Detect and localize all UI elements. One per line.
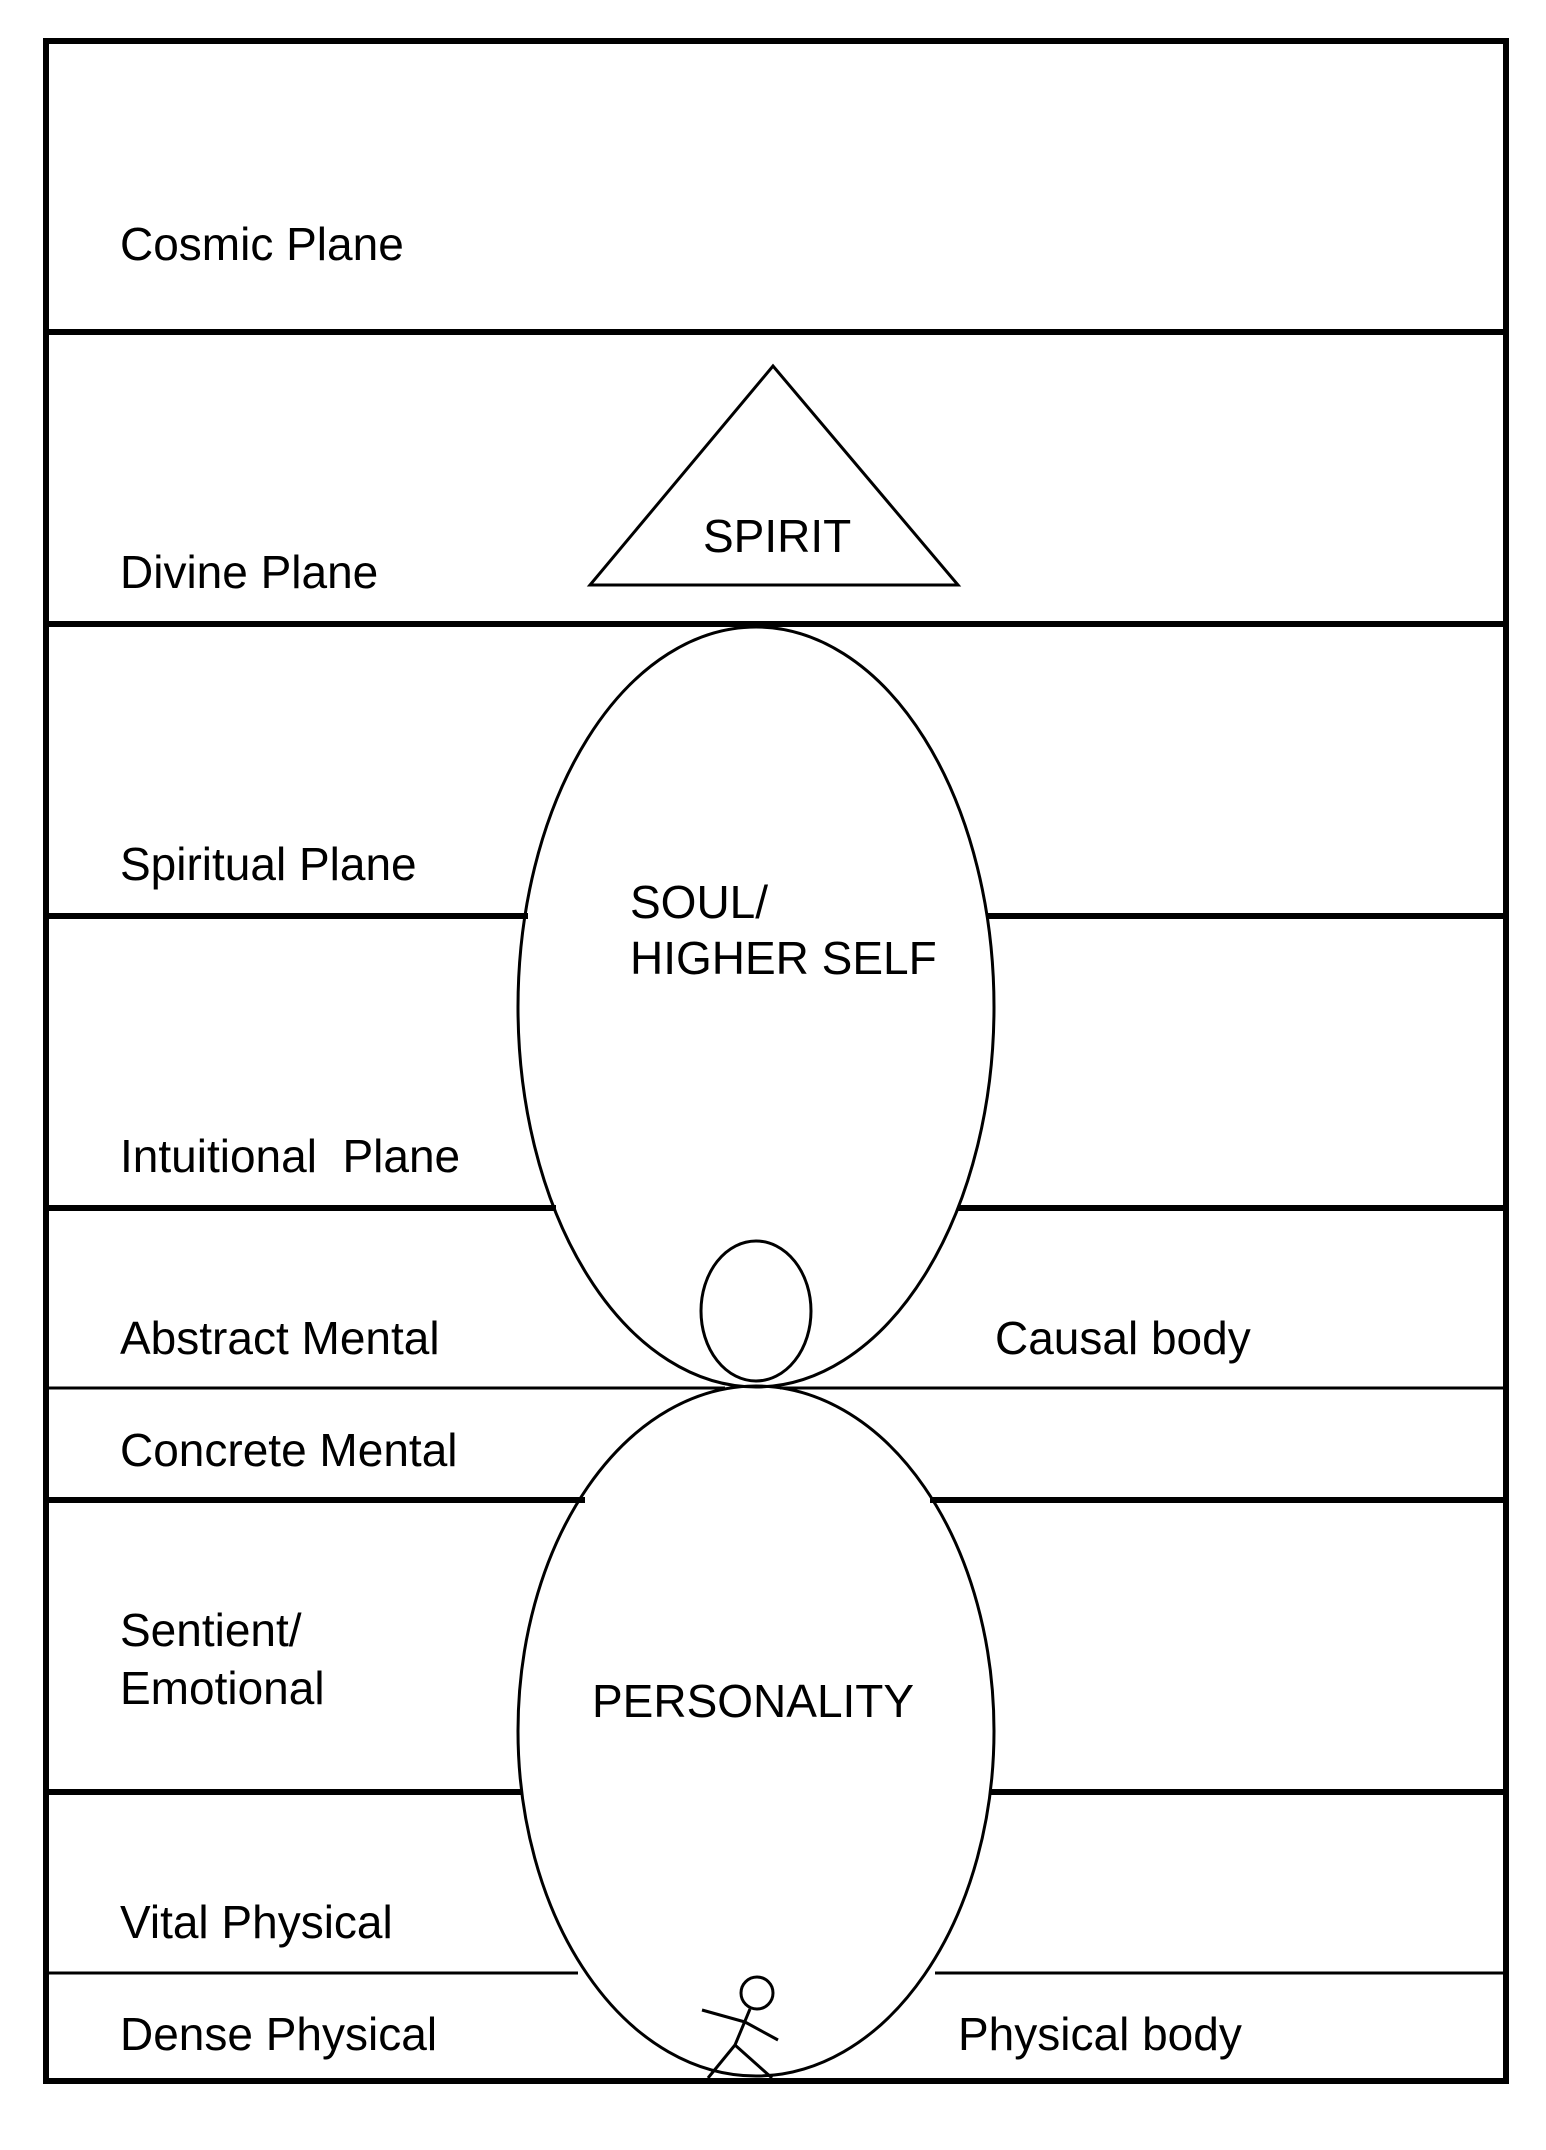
plane-label-dense-physical: Dense Physical (120, 2008, 437, 2060)
plane-label-divine: Divine Plane (120, 546, 378, 598)
subplane-dividers (46, 1386, 1506, 1975)
personality-label: PERSONALITY (592, 1675, 914, 1727)
spirit-triangle (586, 363, 962, 587)
personality-ellipse (516, 1384, 996, 2078)
soul-label-line2: HIGHER SELF (630, 932, 937, 984)
soul-ellipse (516, 625, 996, 1389)
stick-figure-icon (701, 1975, 779, 2080)
stick-figure-leg-left (706, 2044, 737, 2079)
body-labels: Causal body Physical body (958, 1312, 1251, 2060)
stick-figure-arm-right (744, 2020, 779, 2042)
plane-label-cosmic: Cosmic Plane (120, 218, 404, 270)
causal-body-ellipse (699, 1239, 813, 1383)
plane-label-abstract-mental: Abstract Mental (120, 1312, 440, 1364)
soul-label-line1: SOUL/ (630, 876, 768, 928)
plane-dividers (46, 329, 1506, 1795)
causal-body-label: Causal body (995, 1312, 1251, 1364)
physical-body-label: Physical body (958, 2008, 1242, 2060)
plane-label-intuitional: Intuitional Plane (120, 1130, 460, 1182)
spirit-label: SPIRIT (703, 510, 851, 562)
plane-label-vital-physical: Vital Physical (120, 1896, 393, 1948)
plane-label-sentient-line1: Sentient/ (120, 1604, 302, 1656)
entity-labels: SPIRIT SOUL/ HIGHER SELF PERSONALITY (592, 510, 937, 1727)
stick-figure-leg-right (734, 2043, 773, 2080)
plane-label-sentient-line2: Emotional (120, 1662, 325, 1714)
stick-figure-head (739, 1975, 775, 2011)
diagram-frame (43, 38, 1509, 2084)
plane-labels: Cosmic Plane Divine Plane Spiritual Plan… (120, 218, 460, 2060)
stick-figure-body (733, 2008, 752, 2046)
plane-label-spiritual: Spiritual Plane (120, 838, 417, 890)
plane-label-concrete-mental: Concrete Mental (120, 1424, 458, 1476)
stick-figure-arm-left (701, 2008, 746, 2024)
